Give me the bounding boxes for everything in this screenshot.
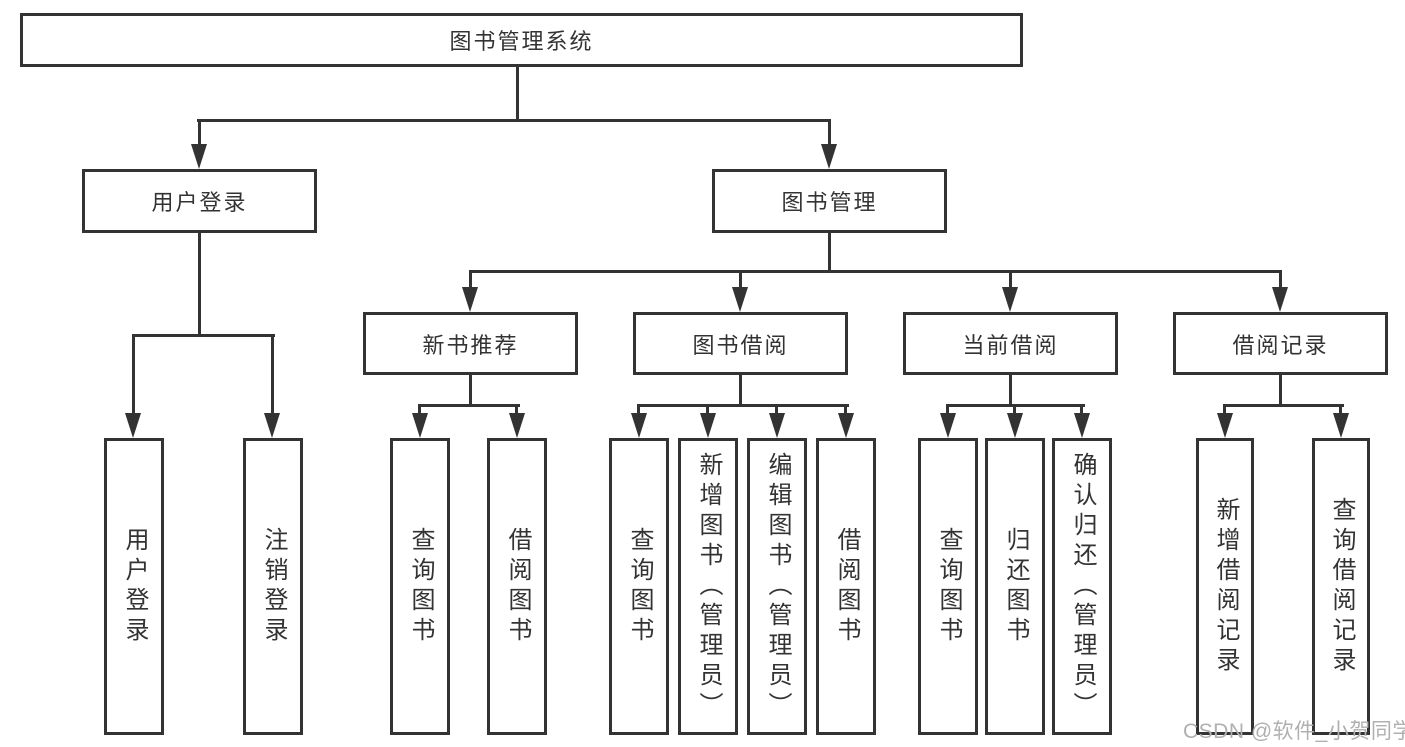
connector-book-management-stem bbox=[828, 233, 831, 273]
leaf-logout-label: 注销登录 bbox=[260, 526, 287, 647]
arrowhead-leaf-icon bbox=[1007, 413, 1023, 438]
connector-drop bbox=[1223, 404, 1226, 416]
connector-new-book-crossbar bbox=[418, 404, 520, 407]
arrowhead-new-book-icon bbox=[462, 287, 478, 312]
leaf-logout: 注销登录 bbox=[243, 438, 303, 735]
connector-drop bbox=[706, 404, 709, 416]
arrowhead-leaf-icon bbox=[940, 413, 956, 438]
connector-user-login-crossbar bbox=[132, 334, 275, 337]
arrowhead-book-borrowing-icon bbox=[732, 287, 748, 312]
connector-book-management-crossbar bbox=[469, 270, 1282, 273]
leaf-borrow-books-recommend-label: 借阅图书 bbox=[504, 526, 531, 647]
leaf-query-books-borrowing: 查询图书 bbox=[609, 438, 669, 735]
connector-root-crossbar bbox=[197, 119, 831, 122]
leaf-borrow-books: 借阅图书 bbox=[816, 438, 876, 735]
leaf-return-books-label: 归还图书 bbox=[1002, 526, 1029, 647]
connector-drop bbox=[844, 404, 847, 416]
connector-root-stem bbox=[516, 67, 519, 122]
leaf-query-books-recommend-label: 查询图书 bbox=[407, 526, 434, 647]
connector-borrowing-records-stem bbox=[1279, 375, 1282, 407]
connector-drop-current-borrowing bbox=[1009, 270, 1012, 290]
leaf-query-borrow-record-label: 查询借阅记录 bbox=[1328, 496, 1355, 677]
connector-drop bbox=[515, 404, 518, 416]
connector-book-borrowing-stem bbox=[739, 375, 742, 407]
connector-new-book-stem bbox=[469, 375, 472, 407]
connector-drop bbox=[946, 404, 949, 416]
arrowhead-leaf-icon bbox=[769, 413, 785, 438]
node-book-borrowing: 图书借阅 bbox=[633, 312, 848, 375]
connector-drop-book-management bbox=[828, 119, 831, 147]
arrowhead-book-management-icon bbox=[821, 144, 837, 169]
connector-user-login-stem bbox=[198, 233, 201, 337]
arrowhead-leaf-icon bbox=[631, 413, 647, 438]
connector-drop bbox=[637, 404, 640, 416]
leaf-add-book-admin: 新增图书（管理员） bbox=[678, 438, 738, 735]
connector-drop bbox=[418, 404, 421, 416]
node-user-login: 用户登录 bbox=[82, 169, 317, 233]
connector-borrowing-records-crossbar bbox=[1223, 404, 1344, 407]
arrowhead-user-login-icon bbox=[191, 144, 207, 169]
connector-drop-leaf-user-login bbox=[132, 334, 135, 415]
connector-drop bbox=[1013, 404, 1016, 416]
leaf-query-books-current-label: 查询图书 bbox=[935, 526, 962, 647]
arrowhead-leaf-logout-icon bbox=[264, 413, 280, 438]
arrowhead-leaf-icon bbox=[1333, 413, 1349, 438]
leaf-query-books-current: 查询图书 bbox=[918, 438, 978, 735]
connector-drop bbox=[1339, 404, 1342, 416]
csdn-watermark: CSDN @软件_小贺同学 bbox=[1183, 720, 1405, 743]
leaf-return-books: 归还图书 bbox=[985, 438, 1045, 735]
node-borrowing-records: 借阅记录 bbox=[1173, 312, 1388, 375]
leaf-query-books-recommend: 查询图书 bbox=[390, 438, 450, 735]
node-current-borrowing: 当前借阅 bbox=[903, 312, 1118, 375]
arrowhead-current-borrowing-icon bbox=[1002, 287, 1018, 312]
leaf-query-books-borrowing-label: 查询图书 bbox=[626, 526, 653, 647]
arrowhead-leaf-icon bbox=[838, 413, 854, 438]
connector-book-borrowing-crossbar bbox=[637, 404, 849, 407]
connector-drop-book-borrowing bbox=[739, 270, 742, 290]
leaf-user-login-label: 用户登录 bbox=[121, 526, 148, 647]
leaf-add-book-admin-label: 新增图书（管理员） bbox=[695, 451, 722, 722]
arrowhead-leaf-icon bbox=[1217, 413, 1233, 438]
arrowhead-leaf-icon bbox=[412, 413, 428, 438]
connector-drop-borrowing-records bbox=[1279, 270, 1282, 290]
leaf-confirm-return-admin: 确认归还（管理员） bbox=[1052, 438, 1112, 735]
leaf-borrow-books-recommend: 借阅图书 bbox=[487, 438, 547, 735]
leaf-edit-book-admin: 编辑图书（管理员） bbox=[747, 438, 807, 735]
leaf-user-login: 用户登录 bbox=[104, 438, 164, 735]
arrowhead-leaf-icon bbox=[1074, 413, 1090, 438]
node-book-management: 图书管理 bbox=[712, 169, 947, 233]
leaf-borrow-books-label: 借阅图书 bbox=[833, 526, 860, 647]
arrowhead-leaf-icon bbox=[700, 413, 716, 438]
arrowhead-borrowing-records-icon bbox=[1272, 287, 1288, 312]
connector-drop-new-book bbox=[469, 270, 472, 290]
leaf-confirm-return-admin-label: 确认归还（管理员） bbox=[1069, 451, 1096, 722]
arrowhead-leaf-user-login-icon bbox=[125, 413, 141, 438]
connector-current-borrowing-stem bbox=[1009, 375, 1012, 407]
connector-drop bbox=[1080, 404, 1083, 416]
leaf-query-borrow-record: 查询借阅记录 bbox=[1312, 438, 1370, 735]
node-new-book-recommendation: 新书推荐 bbox=[363, 312, 578, 375]
leaf-add-borrow-record: 新增借阅记录 bbox=[1196, 438, 1254, 735]
node-library-system: 图书管理系统 bbox=[20, 13, 1023, 67]
leaf-edit-book-admin-label: 编辑图书（管理员） bbox=[764, 451, 791, 722]
connector-drop bbox=[775, 404, 778, 416]
leaf-add-borrow-record-label: 新增借阅记录 bbox=[1212, 496, 1239, 677]
connector-drop-user-login bbox=[198, 119, 201, 147]
arrowhead-leaf-icon bbox=[509, 413, 525, 438]
connector-drop-leaf-logout bbox=[271, 334, 274, 415]
